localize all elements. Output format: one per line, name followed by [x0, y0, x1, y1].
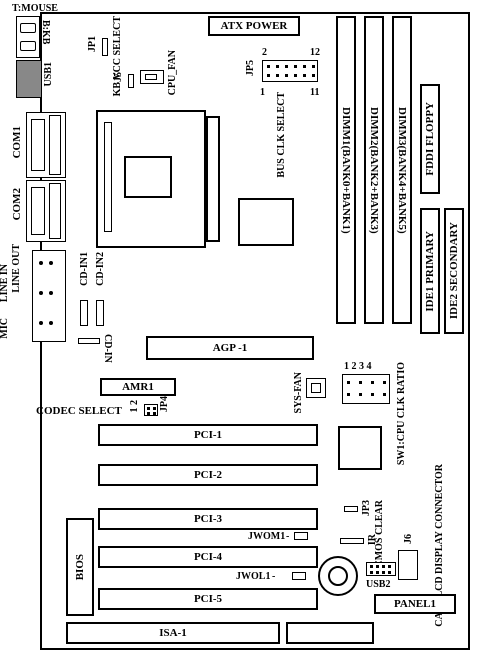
com1-port	[26, 112, 66, 178]
mic-label: MIC	[0, 318, 10, 339]
isa1-label: ISA-1	[159, 627, 187, 639]
jp3-label: JP3	[361, 500, 372, 517]
pci3-slot: PCI-3	[98, 508, 318, 530]
dimm1-slot: DIMM1(BANK0+BANK1)	[336, 16, 356, 324]
agp-label: AGP -1	[212, 342, 248, 354]
pci2-label: PCI-2	[193, 469, 223, 481]
kb-vcc-select-label: KB VCC SELECT	[112, 16, 123, 97]
atx-power-label: ATX POWER	[220, 20, 288, 32]
dimm2-slot: DIMM2(BANK2+BANK3)	[364, 16, 384, 324]
cpu-fan-connector	[140, 70, 164, 84]
jp4-jumper	[144, 404, 158, 416]
pci5-slot: PCI-5	[98, 588, 318, 610]
atx-power-connector: ATX POWER	[208, 16, 300, 36]
line-in-label: LINE IN	[0, 264, 10, 303]
dimm2-label: DIMM2(BANK2+BANK3)	[368, 106, 380, 234]
cd-in-label: CD-IN	[102, 334, 113, 363]
jwol1-label: JWOL1	[236, 571, 271, 582]
jwol1-dash: -	[272, 571, 276, 582]
jwom1-label: JWOM1	[248, 531, 286, 542]
jp1-jumper	[102, 38, 108, 56]
pci5-label: PCI-5	[193, 593, 223, 605]
usb1-port	[16, 60, 42, 98]
jp5-pin-1-label: 1	[260, 87, 265, 98]
cpu-fan-label: CPU_FAN	[167, 50, 178, 96]
jp5-pin-2-label: 2	[262, 47, 267, 58]
com2-label: COM2	[11, 188, 23, 221]
cd-in2-connector	[96, 300, 104, 326]
codec-pin-labels: 1 2	[129, 400, 140, 413]
bios-chip: BIOS	[66, 518, 94, 616]
isa1-slot: ISA-1	[66, 622, 280, 644]
pci3-label: PCI-3	[193, 513, 223, 525]
bus-clk-select-label: BUS CLK SELECT	[276, 92, 287, 178]
ir-label: IR	[367, 534, 378, 546]
jp5-label: JP5	[245, 60, 256, 77]
cd-in2-label: CD-IN2	[95, 252, 106, 286]
dimm3-slot: DIMM3(BANK4+BANK5)	[392, 16, 412, 324]
fddi-floppy-label: FDDI FLOPPY	[424, 102, 436, 176]
usb2-label: USB2	[366, 579, 391, 590]
pci2-slot: PCI-2	[98, 464, 318, 486]
amr1-slot: AMR1	[100, 378, 176, 396]
com2-port	[26, 180, 66, 242]
j5-jumper	[128, 74, 134, 88]
bios-label: BIOS	[74, 553, 86, 581]
dimm3-label: DIMM3(BANK4+BANK5)	[396, 106, 408, 234]
t-mouse-label: T:MOUSE	[12, 3, 58, 14]
panel1-label: PANEL1	[394, 598, 436, 610]
cd-in-connector	[78, 338, 100, 344]
cd-in1-connector	[80, 300, 88, 326]
ir-connector	[340, 538, 364, 544]
j5-label: J5	[113, 72, 124, 82]
sys-fan-label: SYS-FAN	[293, 372, 304, 414]
cd-in1-label: CD-IN1	[79, 252, 90, 286]
fdd-floppy-connector: FDDI FLOPPY	[420, 84, 440, 194]
ide1-primary-label: IDE1 PRIMARY	[424, 230, 436, 312]
jp1-label: JP1	[87, 36, 98, 53]
sys-fan-connector	[306, 378, 326, 398]
agp-slot: AGP -1	[146, 336, 314, 360]
sw1-dip-switch	[342, 374, 390, 404]
ps2-ports	[16, 16, 40, 58]
cmos-battery	[318, 556, 358, 596]
line-out-label: LINE OUT	[11, 244, 22, 293]
audio-jacks	[32, 250, 66, 342]
cpu-socket	[96, 110, 206, 248]
pci1-label: PCI-1	[193, 429, 223, 441]
ide2-connector: IDE2 SECONDARY	[444, 208, 464, 334]
dimm1-label: DIMM1(BANK0+BANK1)	[340, 106, 352, 234]
jp5-pin-11-label: 11	[310, 87, 320, 98]
sw1-cpu-clk-ratio-label: SW1:CPU CLK RATIO	[396, 362, 407, 466]
usb2-header	[366, 562, 396, 576]
southbridge-chip	[338, 426, 382, 470]
jp5-pin-12-label: 12	[310, 47, 320, 58]
pci4-slot: PCI-4	[98, 546, 318, 568]
panel1-header: PANEL1	[374, 594, 456, 614]
ide1-connector: IDE1 PRIMARY	[420, 208, 440, 334]
jp5-header	[262, 60, 318, 82]
pci1-slot: PCI-1	[98, 424, 318, 446]
northbridge-chip	[238, 198, 294, 246]
jwol1-connector	[292, 572, 306, 580]
jp4-label: JP4	[159, 396, 170, 413]
com1-label: COM1	[11, 126, 23, 159]
cpu-retention	[206, 116, 220, 242]
isa1-slot-extension	[286, 622, 374, 644]
usb1-label: USB1	[43, 62, 54, 87]
j6-connector	[398, 550, 418, 580]
amr1-label: AMR1	[122, 381, 154, 393]
jp3-jumper	[344, 506, 358, 512]
sw1-pin-labels: 1 2 3 4	[344, 361, 372, 372]
pci4-label: PCI-4	[193, 551, 223, 563]
codec-select-label: CODEC SELECT	[36, 405, 122, 417]
j6-label: J6	[403, 534, 414, 544]
ide2-secondary-label: IDE2 SECONDARY	[448, 222, 460, 320]
jwom1-dash: -	[286, 531, 290, 542]
b-kb-label: B:KB	[40, 20, 51, 45]
jwom1-connector	[294, 532, 308, 540]
